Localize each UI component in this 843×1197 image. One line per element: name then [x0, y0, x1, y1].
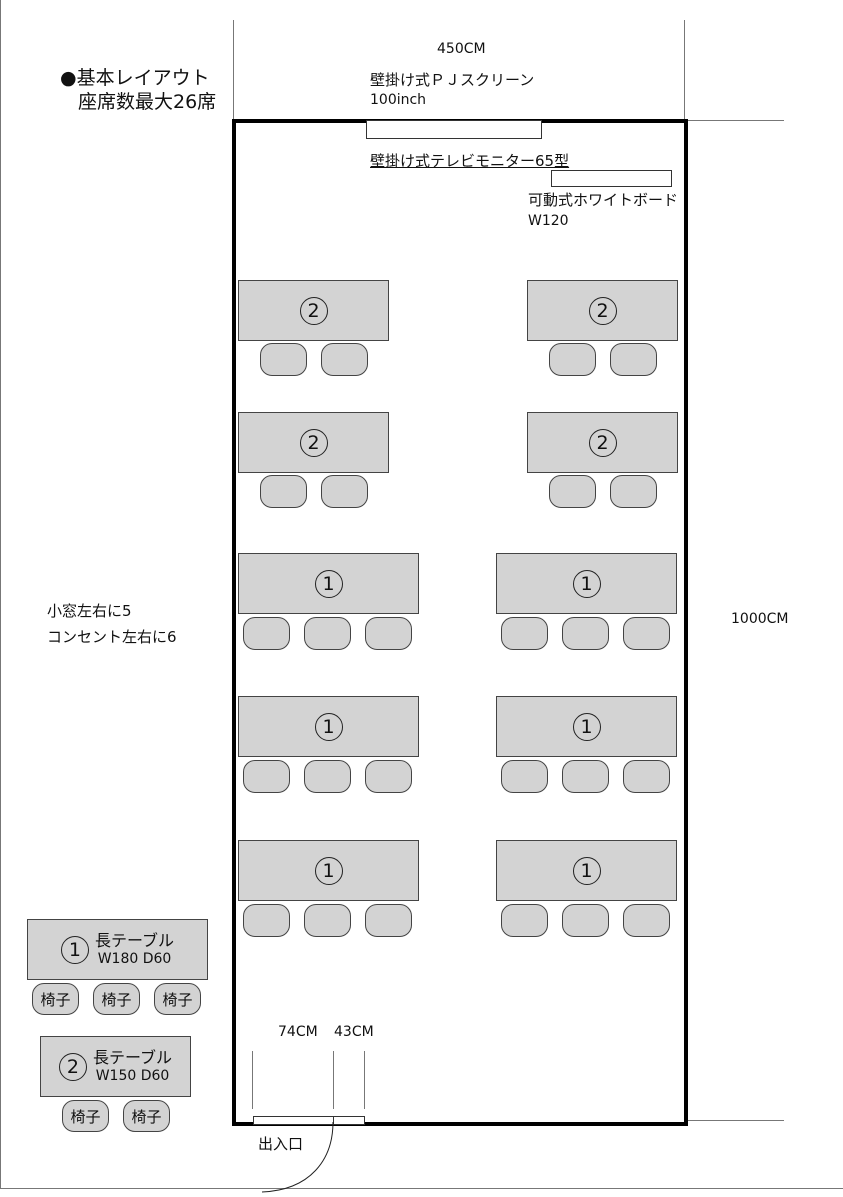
table-type1: 1: [238, 840, 419, 901]
table-type1: 1: [496, 553, 677, 614]
whiteboard-size: W120: [528, 213, 569, 229]
entrance-label: 出入口: [258, 1135, 304, 1153]
chair: [501, 617, 548, 650]
chair: [260, 475, 307, 508]
table-number: 1: [572, 856, 601, 885]
legend-chair: 椅子: [93, 983, 140, 1015]
legend-table-type2: 2 長テーブル W150 D60: [40, 1036, 191, 1097]
legend-table-type1: 1 長テーブル W180 D60: [27, 919, 208, 980]
screen-name: 壁掛け式ＰＪスクリーン: [370, 71, 535, 89]
legend-chair: 椅子: [154, 983, 201, 1015]
chair: [562, 904, 609, 937]
dimension-line: [684, 20, 685, 120]
chair: [610, 343, 657, 376]
room-walls: [232, 119, 688, 1126]
chair: [260, 343, 307, 376]
table-number: 1: [572, 569, 601, 598]
whiteboard: [551, 170, 672, 187]
table-type2: 2: [238, 280, 389, 341]
table-number: 2: [588, 296, 617, 325]
chair: [501, 904, 548, 937]
whiteboard-label: 可動式ホワイトボード W120: [528, 190, 678, 232]
table-type2: 2: [238, 412, 389, 473]
whiteboard-name: 可動式ホワイトボード: [528, 191, 679, 209]
legend-chair: 椅子: [32, 983, 79, 1015]
layout-title: ●基本レイアウト 座席数最大26席: [60, 66, 216, 114]
door-width-left: 74CM: [278, 1024, 318, 1040]
dimension-line: [684, 120, 784, 121]
chair: [243, 617, 290, 650]
table-number: 1: [60, 935, 89, 964]
screen-label: 壁掛け式ＰＪスクリーン 100inch: [370, 70, 534, 110]
outlets-note: コンセント左右に6: [47, 628, 177, 646]
screen-size: 100inch: [370, 92, 427, 108]
dimension-line: [233, 20, 234, 120]
chair: [623, 904, 670, 937]
table-type1: 1: [496, 696, 677, 757]
chair: [365, 617, 412, 650]
page-border-left: [0, 0, 1, 1189]
chair: [365, 760, 412, 793]
chair: [623, 617, 670, 650]
projector-screen: [366, 120, 542, 139]
chair: [623, 760, 670, 793]
legend-chair: 椅子: [123, 1100, 170, 1132]
seat-count: 座席数最大26席: [78, 91, 217, 113]
table-number: 1: [314, 569, 343, 598]
chair: [501, 760, 548, 793]
table-type2: 2: [527, 412, 678, 473]
legend-chair: 椅子: [62, 1100, 109, 1132]
door-sub-leaf[interactable]: [333, 1116, 365, 1125]
chair: [549, 343, 596, 376]
notes: 小窓左右に5 コンセント左右に6: [47, 598, 177, 650]
table-name: 長テーブル: [92, 1047, 173, 1067]
chair: [321, 343, 368, 376]
chair: [562, 760, 609, 793]
depth-dimension: 1000CM: [731, 611, 789, 627]
table-type1: 1: [496, 840, 677, 901]
table-size: W180 D60: [97, 950, 172, 967]
chair: [304, 617, 351, 650]
chair: [562, 617, 609, 650]
table-type1: 1: [238, 696, 419, 757]
table-type2: 2: [527, 280, 678, 341]
width-dimension: 450CM: [437, 41, 486, 57]
dimension-line: [252, 1051, 253, 1109]
door-swing-arc: [261, 1121, 334, 1193]
chair: [304, 904, 351, 937]
tv-monitor-label: 壁掛け式テレビモニター65型: [370, 152, 570, 170]
table-name: 長テーブル: [94, 930, 175, 950]
chair: [321, 475, 368, 508]
table-number: 2: [588, 428, 617, 457]
chair: [549, 475, 596, 508]
chair: [243, 760, 290, 793]
title-line: ●基本レイアウト: [60, 67, 210, 89]
door-width-right: 43CM: [334, 1024, 374, 1040]
dimension-line: [684, 1120, 784, 1121]
table-number: 1: [314, 712, 343, 741]
table-number: 2: [58, 1052, 87, 1081]
table-number: 2: [299, 428, 328, 457]
chair: [304, 760, 351, 793]
table-number: 1: [314, 856, 343, 885]
table-size: W150 D60: [95, 1067, 170, 1084]
chair: [365, 904, 412, 937]
table-type1: 1: [238, 553, 419, 614]
dimension-line: [364, 1051, 365, 1109]
chair: [243, 904, 290, 937]
dimension-line: [333, 1051, 334, 1109]
windows-note: 小窓左右に5: [47, 602, 132, 620]
chair: [610, 475, 657, 508]
table-number: 2: [299, 296, 328, 325]
table-number: 1: [572, 712, 601, 741]
page-border-bottom: [0, 1188, 843, 1189]
